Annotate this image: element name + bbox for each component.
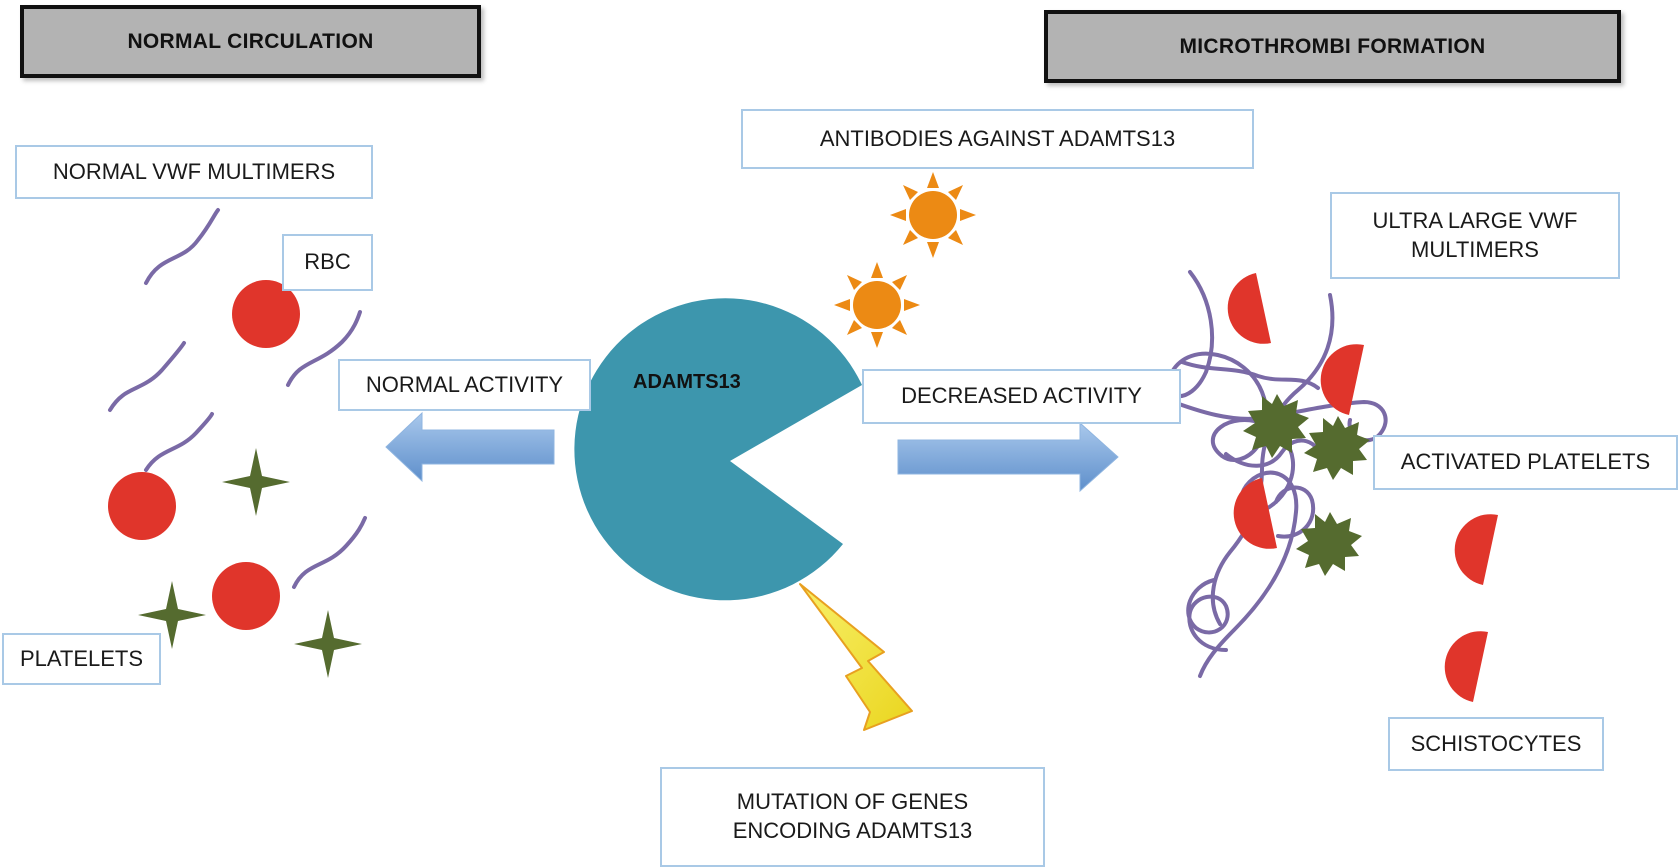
platelet-star xyxy=(294,610,362,678)
normal-activity-arrow xyxy=(385,411,555,483)
rbc-cell xyxy=(212,562,280,630)
schistocyte xyxy=(1444,631,1488,702)
activated-platelet xyxy=(1243,394,1309,458)
label-adamts13: ADAMTS13 xyxy=(633,371,741,393)
label-activated-platelets: ACTIVATED PLATELETS xyxy=(1373,435,1678,490)
label-decreased-activity: DECREASED ACTIVITY xyxy=(862,369,1181,424)
header-microthrombi-formation: MICROTHROMBI FORMATION xyxy=(1044,10,1621,83)
activated-platelets xyxy=(1243,394,1370,576)
schistocyte xyxy=(1227,273,1271,344)
label-schistocytes: SCHISTOCYTES xyxy=(1388,717,1604,771)
label-normal-vwf-multimers: NORMAL VWF MULTIMERS xyxy=(15,145,373,199)
schistocyte xyxy=(1454,514,1498,585)
label-normal-activity: NORMAL ACTIVITY xyxy=(338,359,591,411)
label-ultra-large-vwf-multimers: ULTRA LARGE VWF MULTIMERS xyxy=(1330,192,1620,279)
label-mutation-of-genes: MUTATION OF GENES ENCODING ADAMTS13 xyxy=(660,767,1045,867)
schistocytes xyxy=(1227,273,1498,702)
schistocyte xyxy=(1320,344,1364,415)
platelet-star xyxy=(138,581,206,649)
activated-platelet xyxy=(1304,416,1370,480)
label-platelets: PLATELETS xyxy=(2,633,161,685)
schistocyte xyxy=(1233,478,1277,549)
antibody-sun xyxy=(834,262,920,348)
decreased-activity-arrow xyxy=(897,421,1119,493)
label-antibodies-against-adamts13: ANTIBODIES AGAINST ADAMTS13 xyxy=(741,109,1254,169)
rbc-cells xyxy=(108,280,300,630)
adamts13-enzyme xyxy=(574,298,862,601)
mutation-lightning-bolt xyxy=(799,583,913,731)
normal-vwf-strands xyxy=(108,208,367,589)
platelet-star xyxy=(222,448,290,516)
header-normal-circulation: NORMAL CIRCULATION xyxy=(20,5,481,78)
platelet-stars xyxy=(138,448,362,678)
label-rbc: RBC xyxy=(282,234,373,291)
activated-platelet xyxy=(1296,512,1362,576)
rbc-cell xyxy=(108,472,176,540)
rbc-cell xyxy=(232,280,300,348)
antibody-sun xyxy=(890,172,976,258)
